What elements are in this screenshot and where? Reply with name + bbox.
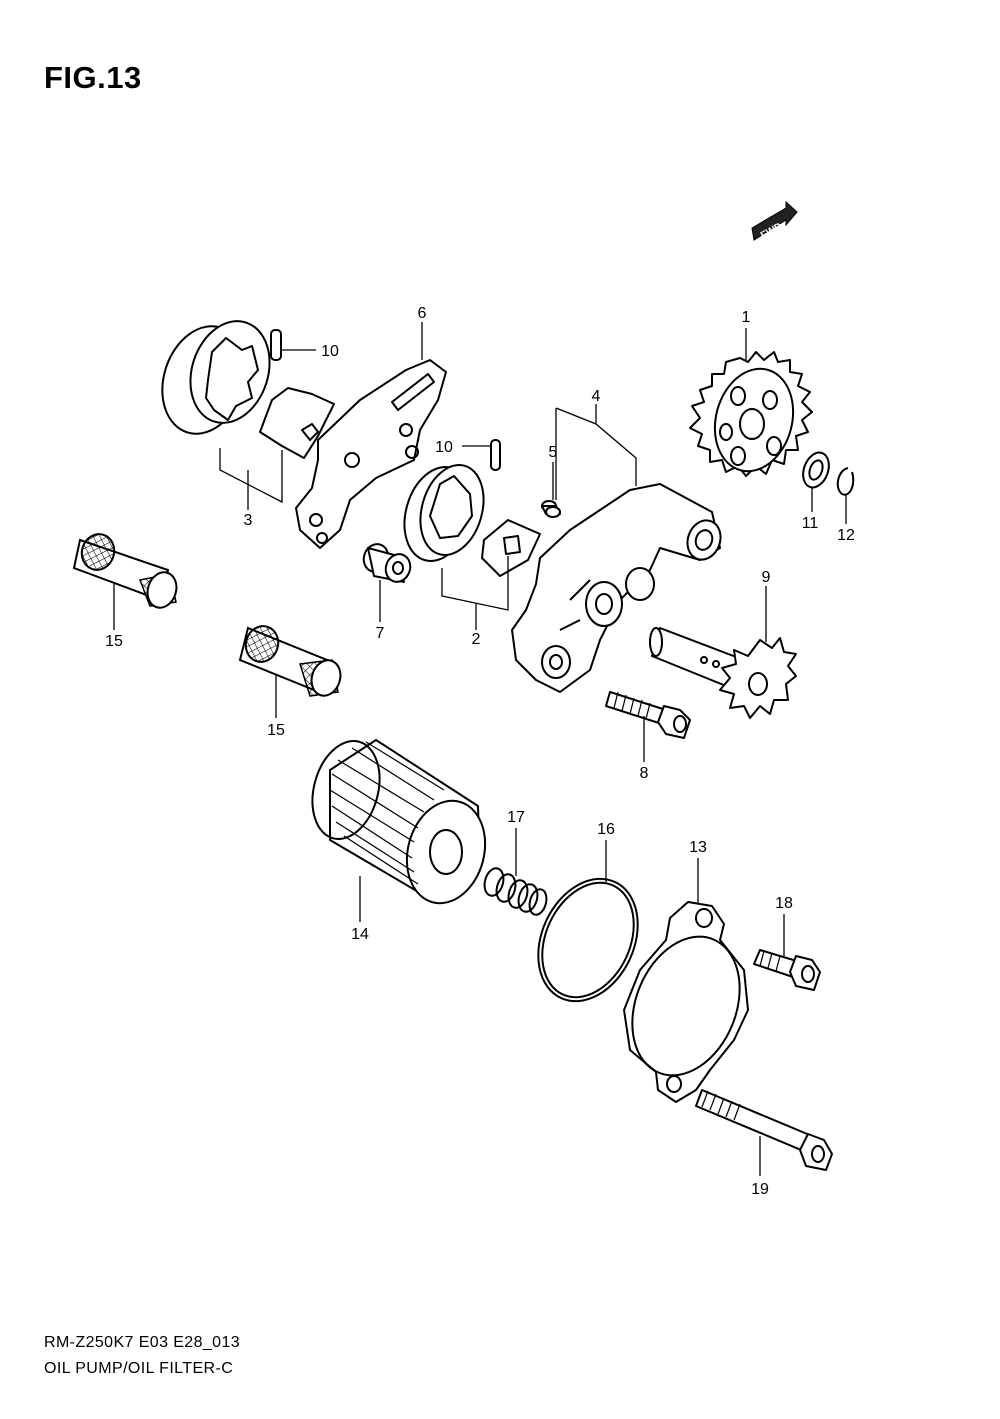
callout-5: 5	[549, 444, 558, 461]
callout-4: 4	[592, 388, 601, 405]
callout-16: 16	[597, 821, 615, 838]
part-strainer-upper	[72, 533, 178, 609]
callout-15-lower: 15	[267, 722, 285, 739]
part-strainer-lower	[238, 625, 342, 697]
callout-15-upper: 15	[105, 633, 123, 650]
callout-10-upper: 10	[321, 343, 339, 360]
part-inner-rotor	[259, 387, 335, 459]
callout-6: 6	[418, 305, 427, 322]
part-spring	[483, 867, 548, 916]
leader-lines	[113, 322, 847, 1176]
part-pump-shaft-gear	[649, 627, 797, 719]
part-rotor-set	[403, 464, 541, 577]
part-bolt-pump	[605, 691, 691, 739]
callout-2: 2	[472, 631, 481, 648]
callout-3: 3	[244, 512, 253, 529]
callout-labels: 1 2 3 4 5 6 7 8 9 10 10 11 12 13 14 15 1…	[105, 305, 855, 1198]
part-pin-upper	[270, 329, 282, 361]
part-driven-gear	[689, 351, 813, 477]
callout-18: 18	[775, 895, 793, 912]
part-filter-cap	[623, 901, 749, 1103]
part-bolt-short	[753, 949, 821, 991]
callout-1: 1	[742, 309, 751, 326]
fwd-arrow-icon: FWD	[751, 200, 798, 241]
part-washer	[802, 451, 830, 489]
part-oil-filter	[311, 739, 487, 905]
part-bolt-long	[695, 1089, 833, 1171]
part-bushing	[362, 543, 412, 583]
figure-title: FIG.13	[44, 60, 142, 95]
callout-13: 13	[689, 839, 707, 856]
part-o-ring	[537, 877, 639, 1003]
callout-7: 7	[376, 625, 385, 642]
callout-17: 17	[507, 809, 525, 826]
footer-section-name: OIL PUMP/OIL FILTER-C	[44, 1360, 234, 1377]
footer-model-code: RM-Z250K7 E03 E28_013	[44, 1334, 241, 1351]
part-pump-plate	[295, 359, 447, 549]
part-dowel	[541, 500, 561, 518]
callout-19: 19	[751, 1181, 769, 1198]
callout-8: 8	[640, 765, 649, 782]
callout-12: 12	[837, 527, 855, 544]
part-pump-body	[511, 483, 722, 693]
callout-9: 9	[762, 569, 771, 586]
part-outer-rotor	[161, 320, 271, 435]
callout-11: 11	[802, 515, 819, 532]
part-circlip	[836, 467, 855, 496]
callout-14: 14	[351, 926, 369, 943]
part-pin-lower	[490, 439, 501, 471]
callout-10-lower: 10	[435, 439, 453, 456]
